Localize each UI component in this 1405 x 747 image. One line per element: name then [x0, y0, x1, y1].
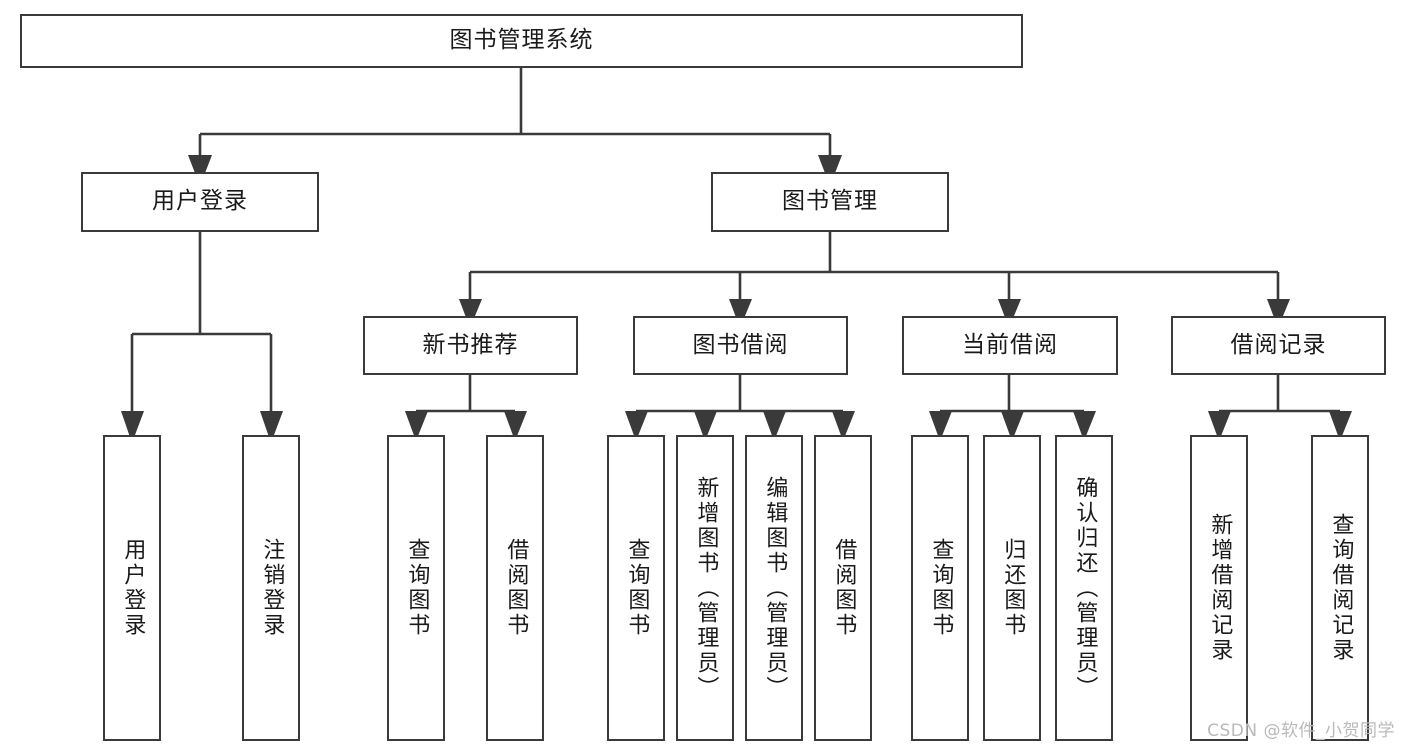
node-leaf-return-book-label: 归还图书: [1000, 538, 1026, 638]
node-leaf-borrow-book-2[interactable]: 借阅图书: [814, 435, 872, 741]
node-leaf-edit-book-label: 编辑图书（管理员）: [762, 475, 788, 701]
node-leaf-add-record[interactable]: 新增借阅记录: [1190, 435, 1248, 741]
node-current-borrow-label: 当前借阅: [962, 331, 1058, 358]
node-current-borrow[interactable]: 当前借阅: [902, 316, 1118, 375]
node-leaf-borrow-book-1[interactable]: 借阅图书: [486, 435, 544, 741]
node-book-manage-label: 图书管理: [782, 188, 878, 215]
node-leaf-user-login[interactable]: 用户登录: [103, 435, 161, 741]
node-borrow-record[interactable]: 借阅记录: [1171, 316, 1386, 375]
node-leaf-add-book-label: 新增图书（管理员）: [693, 475, 719, 701]
node-new-book-recommend[interactable]: 新书推荐: [363, 316, 578, 375]
node-leaf-return-book[interactable]: 归还图书: [983, 435, 1041, 741]
node-user-login[interactable]: 用户登录: [81, 172, 319, 232]
node-root-label: 图书管理系统: [449, 27, 594, 54]
node-root[interactable]: 图书管理系统: [20, 14, 1023, 68]
node-leaf-query-record[interactable]: 查询借阅记录: [1311, 435, 1369, 741]
node-leaf-query-record-label: 查询借阅记录: [1328, 513, 1354, 663]
node-leaf-query-book-2-label: 查询图书: [624, 538, 650, 638]
node-borrow-record-label: 借阅记录: [1230, 331, 1327, 358]
csdn-watermark: CSDN @软件_小贺同学: [1207, 721, 1395, 741]
node-leaf-user-logout[interactable]: 注销登录: [242, 435, 300, 741]
node-leaf-user-logout-label: 注销登录: [259, 538, 285, 638]
node-user-login-label: 用户登录: [152, 188, 248, 215]
node-book-borrow-label: 图书借阅: [692, 331, 789, 358]
node-leaf-borrow-book-1-label: 借阅图书: [503, 538, 529, 638]
node-book-borrow[interactable]: 图书借阅: [633, 316, 848, 375]
node-leaf-query-book-1-label: 查询图书: [404, 538, 430, 638]
node-leaf-add-book[interactable]: 新增图书（管理员）: [676, 435, 734, 741]
node-leaf-user-login-label: 用户登录: [120, 538, 146, 638]
node-leaf-borrow-book-2-label: 借阅图书: [831, 538, 857, 638]
node-leaf-edit-book[interactable]: 编辑图书（管理员）: [745, 435, 803, 741]
node-leaf-query-book-3-label: 查询图书: [928, 538, 954, 638]
node-leaf-confirm-return-label: 确认归还（管理员）: [1072, 475, 1098, 701]
node-leaf-query-book-1[interactable]: 查询图书: [387, 435, 445, 741]
node-leaf-add-record-label: 新增借阅记录: [1207, 513, 1233, 663]
node-leaf-confirm-return[interactable]: 确认归还（管理员）: [1055, 435, 1113, 741]
node-leaf-query-book-2[interactable]: 查询图书: [607, 435, 665, 741]
node-book-manage[interactable]: 图书管理: [711, 172, 949, 232]
node-new-book-recommend-label: 新书推荐: [422, 331, 519, 358]
node-leaf-query-book-3[interactable]: 查询图书: [911, 435, 969, 741]
